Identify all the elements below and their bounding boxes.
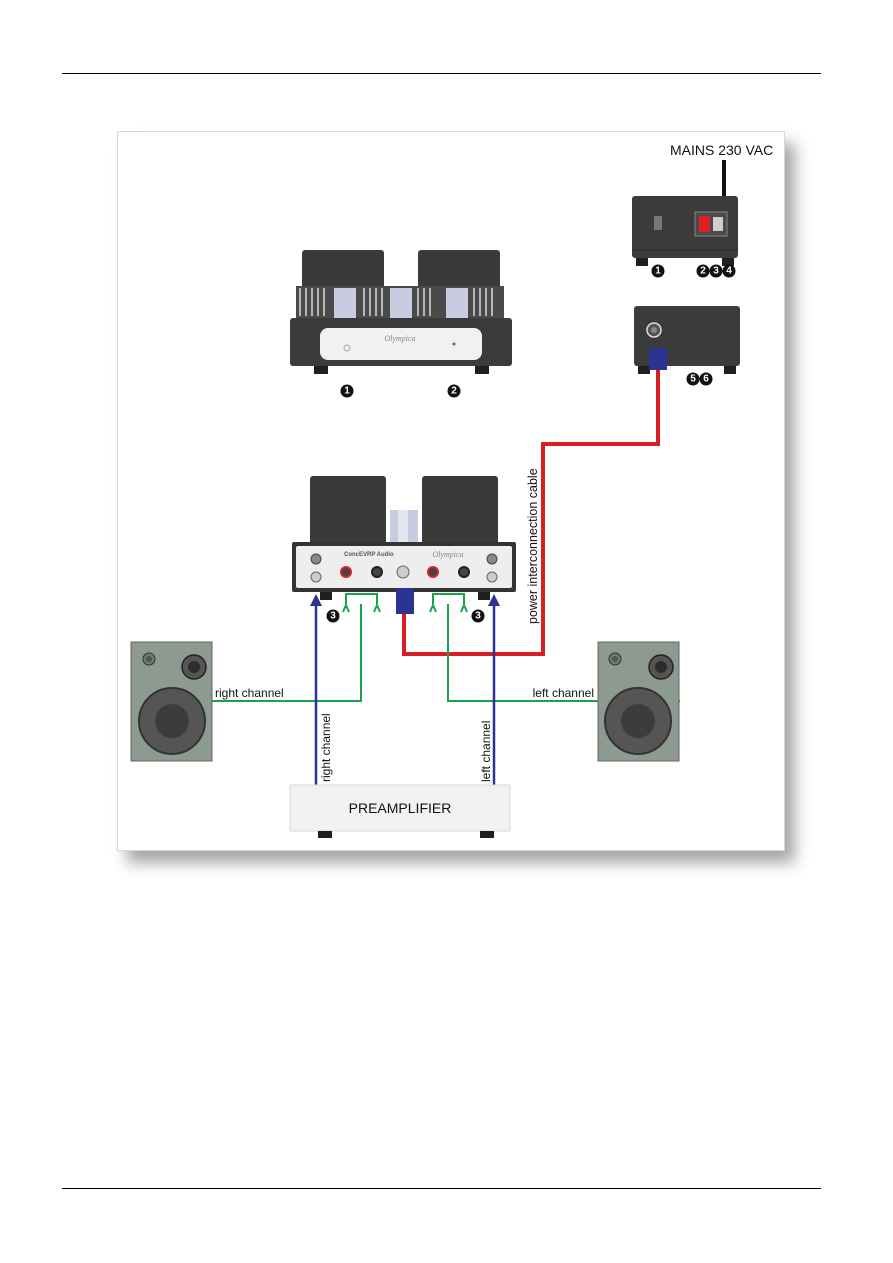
speaker-left-label: left channel xyxy=(533,686,594,700)
speaker-left xyxy=(597,641,680,762)
speaker-right-label: right channel xyxy=(215,686,284,700)
amplifier-rear-view: ConcEVRP Audio Olympica 3 3 xyxy=(292,476,516,623)
psu-cable-plug xyxy=(649,348,667,370)
power-supply-rear-view: MAINS 230 VAC 1 2 3 4 xyxy=(632,142,773,278)
speaker-terminal-l-minus[interactable] xyxy=(458,566,470,578)
marker-psu-input: 4 xyxy=(722,264,736,278)
marker-psu-socket: 3 xyxy=(709,264,723,278)
svg-text:3: 3 xyxy=(330,611,336,622)
input-right-label: right channel xyxy=(319,713,333,782)
input-arrow-right-icon xyxy=(310,594,322,606)
marker-amp-right: 3 xyxy=(471,609,485,623)
svg-text:4: 4 xyxy=(726,266,732,277)
marker-amp-left: 3 xyxy=(326,609,340,623)
power-supply-output-view: 5 6 xyxy=(634,306,740,386)
speaker-terminal-r-plus[interactable] xyxy=(340,566,352,578)
svg-text:5: 5 xyxy=(690,374,696,385)
svg-text:1: 1 xyxy=(344,386,350,397)
power-interconnection-cable xyxy=(402,368,660,656)
marker-psu-out-a: 5 xyxy=(686,372,700,386)
svg-text:3: 3 xyxy=(475,611,481,622)
svg-text:3: 3 xyxy=(713,266,719,277)
front-logo: Olympica xyxy=(384,334,415,343)
mains-socket[interactable] xyxy=(713,217,723,231)
psu-switch[interactable] xyxy=(654,216,662,230)
input-arrow-left-icon xyxy=(488,594,500,606)
svg-text:1: 1 xyxy=(655,266,661,277)
cable-label: power interconnection cable xyxy=(526,468,540,624)
svg-text:2: 2 xyxy=(451,386,457,397)
input-left-label: left channel xyxy=(479,721,493,782)
svg-text:2: 2 xyxy=(700,266,706,277)
preamplifier: PREAMPLIFIER xyxy=(289,784,511,838)
input-cables xyxy=(310,594,500,787)
amplifier-front-view: Olympica 1 2 xyxy=(290,250,512,398)
rear-brand-label: ConcEVRP Audio xyxy=(344,552,394,558)
footer-rule xyxy=(62,1188,821,1189)
power-button[interactable] xyxy=(343,344,351,352)
svg-text:6: 6 xyxy=(703,374,709,385)
rear-logo: Olympica xyxy=(432,550,463,559)
marker-psu-fuse: 2 xyxy=(696,264,710,278)
psu-fuse-holder xyxy=(699,216,710,232)
power-input-socket[interactable] xyxy=(396,565,410,579)
marker-front-power: 1 xyxy=(340,384,354,398)
connection-diagram: Olympica 1 2 MAINS 230 VAC 1 xyxy=(117,131,785,851)
amp-power-plug xyxy=(396,588,414,614)
marker-psu-switch: 1 xyxy=(651,264,665,278)
mains-label: MAINS 230 VAC xyxy=(670,142,773,158)
speaker-terminal-l-plus[interactable] xyxy=(427,566,439,578)
speaker-right xyxy=(130,641,213,762)
power-indicator xyxy=(452,342,456,346)
header-rule xyxy=(62,73,821,74)
marker-psu-out-b: 6 xyxy=(699,372,713,386)
marker-front-indicator: 2 xyxy=(447,384,461,398)
preamp-label: PREAMPLIFIER xyxy=(349,800,452,816)
speaker-terminal-r-minus[interactable] xyxy=(371,566,383,578)
